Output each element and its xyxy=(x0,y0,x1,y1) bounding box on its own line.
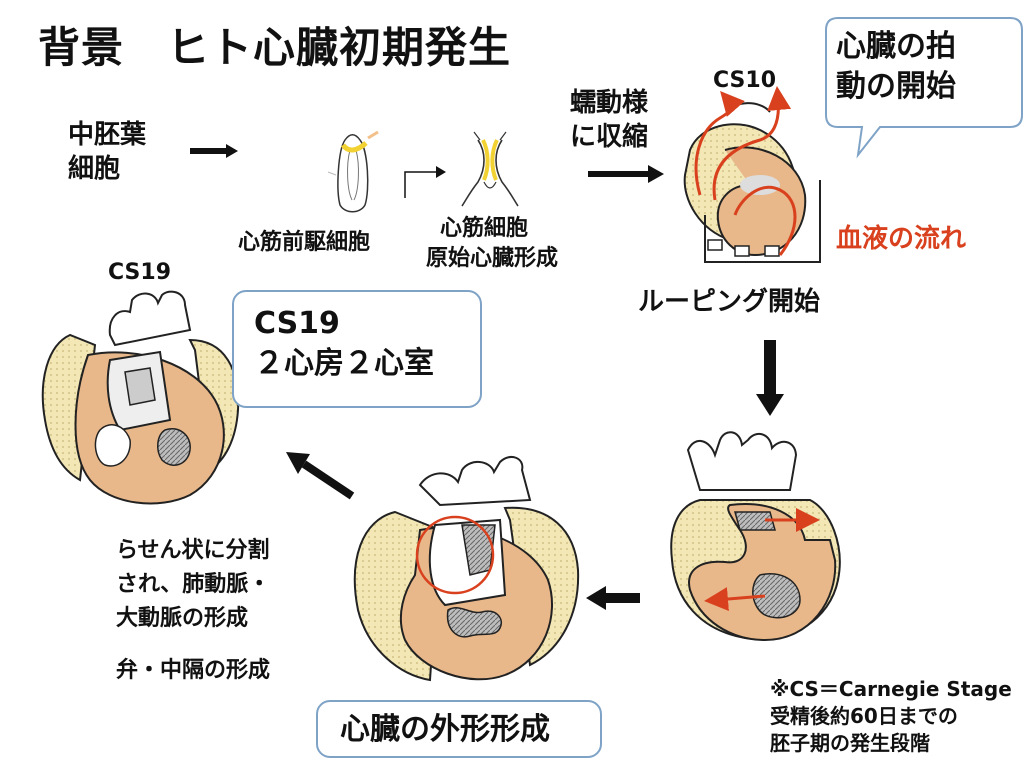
beat-bubble-shape xyxy=(825,17,1023,159)
cs10-stage-label: CS10 xyxy=(713,68,777,93)
external-form-heart-illustration xyxy=(353,455,580,682)
precursor-label: 心筋前駆細胞 xyxy=(238,230,371,255)
primitive-heart-label-line2: 原始心臓形成 xyxy=(426,246,559,271)
page-title: 背景 ヒト心臓初期発生 xyxy=(38,23,512,72)
embryo-sketch xyxy=(327,130,379,213)
peristalsis-label-line2: に収縮 xyxy=(570,122,649,152)
early-septation-heart-illustration xyxy=(670,431,841,642)
septation-line1: らせん状に分割 xyxy=(116,538,270,563)
peristalsis-label-line1: 蠕動様 xyxy=(570,88,649,118)
arrow-precursor-to-primitive-heart xyxy=(404,166,446,198)
cs19-info-box: CS19 ２心房２心室 xyxy=(232,290,482,408)
external-form-label: 心臓の外形形成 xyxy=(316,700,602,758)
arrow-to-external-form xyxy=(586,586,640,610)
septation-line3: 大動脈の形成 xyxy=(116,606,249,631)
arrow-mesoderm-to-precursor xyxy=(190,144,238,158)
arrow-to-cs19 xyxy=(286,452,355,500)
septation-line4: 弁・中隔の形成 xyxy=(116,658,271,683)
arrow-to-cs10 xyxy=(588,165,664,183)
blood-flow-label: 血液の流れ xyxy=(836,224,967,254)
footnote-line3: 胚子期の発生段階 xyxy=(770,731,930,755)
mesoderm-label-line2: 細胞 xyxy=(68,154,121,184)
mesoderm-label-line1: 中胚葉 xyxy=(68,120,147,150)
cs19-stage-label: CS19 xyxy=(108,260,172,285)
cs19-heart-illustration xyxy=(41,290,240,505)
footnote-line1: ※CS＝Carnegie Stage xyxy=(770,677,1012,701)
primitive-heart-sketch xyxy=(461,131,519,207)
cs10-heart-illustration xyxy=(683,86,821,263)
primitive-heart-label-line1: 心筋細胞 xyxy=(440,216,529,241)
arrow-cs10-down xyxy=(756,340,784,416)
cs19-box-line1: CS19 xyxy=(254,306,340,341)
beat-bubble-line1: 心臓の拍 xyxy=(836,29,956,64)
beat-bubble-line2: 動の開始 xyxy=(836,69,956,104)
footnote-line2: 受精後約60日までの xyxy=(770,704,958,728)
septation-line2: され、肺動脈・ xyxy=(116,572,271,597)
looping-caption: ルーピング開始 xyxy=(638,287,821,317)
cs19-box-line2: ２心房２心室 xyxy=(254,346,434,381)
